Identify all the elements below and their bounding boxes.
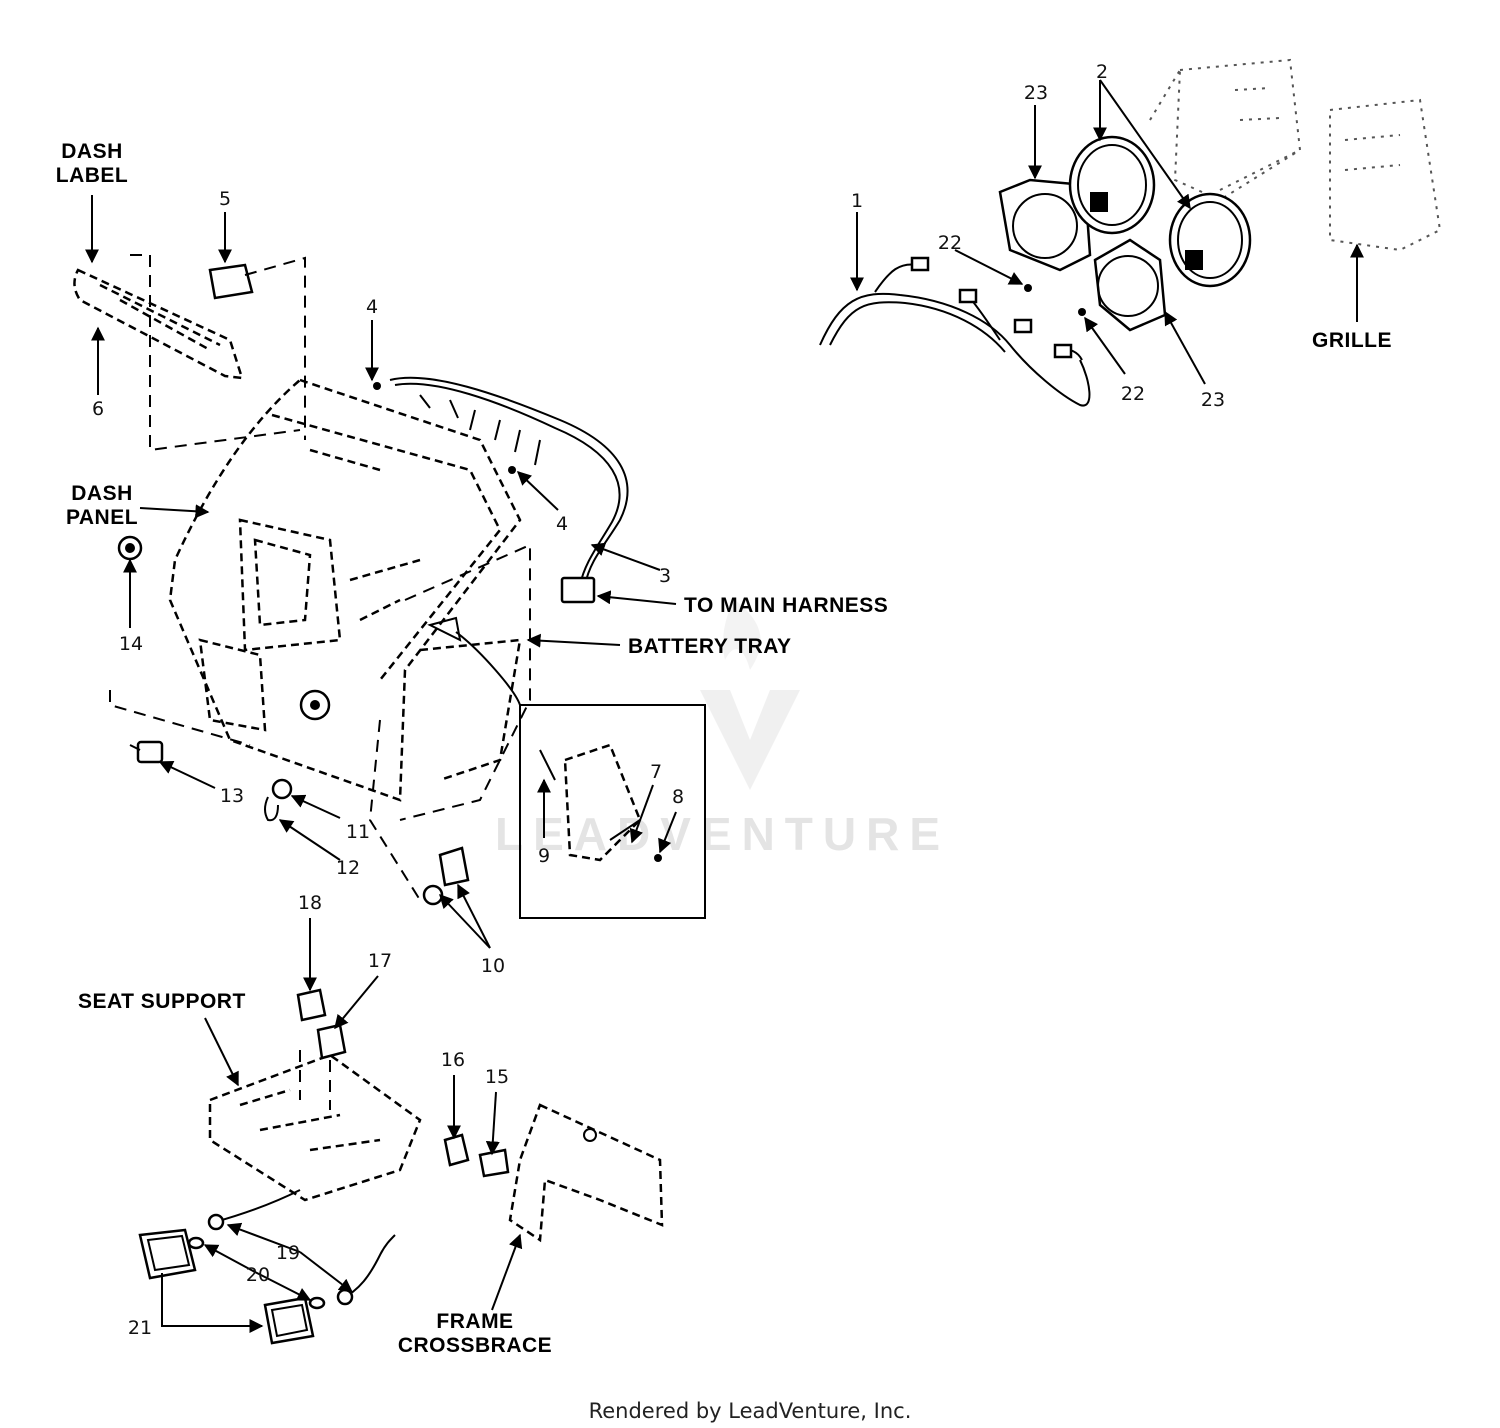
label-to-main-harness: TO MAIN HARNESS [684, 594, 888, 617]
callout-9: 9 [538, 845, 550, 867]
callout-20: 20 [246, 1264, 270, 1286]
callout-16: 16 [441, 1049, 465, 1071]
callout-2: 2 [1096, 61, 1108, 83]
callout-12: 12 [336, 857, 360, 879]
callout-7: 7 [650, 761, 662, 783]
callout-6: 6 [92, 398, 104, 420]
callout-1: 1 [851, 190, 863, 212]
label-battery-tray: BATTERY TRAY [628, 635, 792, 658]
callout-21: 21 [128, 1317, 152, 1339]
label-grille: GRILLE [1312, 329, 1392, 352]
callout-numbers: 1 2 3 4 4 5 6 7 8 9 10 11 12 13 14 15 16… [92, 61, 1225, 1339]
label-line: DASH [71, 482, 133, 505]
dash-panel-drawing [73, 254, 706, 919]
callout-22b: 22 [1121, 383, 1145, 405]
label-line: DASH [61, 140, 123, 163]
callout-15: 15 [485, 1066, 509, 1088]
footer-credit: Rendered by LeadVenture, Inc. [589, 1399, 912, 1423]
seat-area-drawing [138, 988, 664, 1345]
headlight-drawing [819, 58, 1442, 407]
callout-13: 13 [220, 785, 244, 807]
label-line: LABEL [56, 164, 129, 187]
callout-23b: 23 [1201, 389, 1225, 411]
callout-10: 10 [481, 955, 505, 977]
watermark-text: LEADVENTURE [495, 808, 950, 860]
watermark-logo [700, 600, 800, 790]
callout-11: 11 [346, 821, 370, 843]
callout-19: 19 [276, 1242, 300, 1264]
leader-lines [85, 79, 1364, 1333]
label-line: CROSSBRACE [398, 1334, 552, 1357]
label-line: PANEL [66, 506, 138, 529]
callout-5: 5 [219, 188, 231, 210]
callout-22a: 22 [938, 232, 962, 254]
callout-18: 18 [298, 892, 322, 914]
callout-14: 14 [119, 633, 143, 655]
callout-17: 17 [368, 950, 392, 972]
callout-3: 3 [659, 565, 671, 587]
callout-8: 8 [672, 786, 684, 808]
callout-4a: 4 [366, 296, 378, 318]
callout-4b: 4 [556, 513, 568, 535]
callout-23a: 23 [1024, 82, 1048, 104]
label-seat-support: SEAT SUPPORT [78, 990, 246, 1013]
label-line: FRAME [436, 1310, 513, 1333]
